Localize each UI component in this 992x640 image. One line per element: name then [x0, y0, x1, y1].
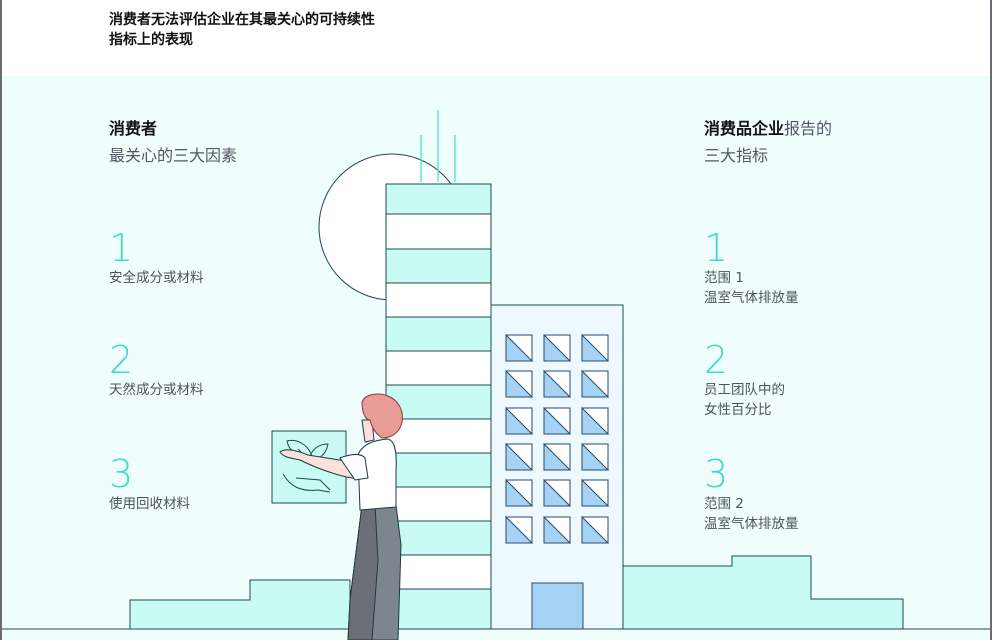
item-label-line1: 员工团队中的: [704, 382, 785, 398]
item-label-line2: 女性百分比: [704, 402, 772, 418]
left-item-2: 2 天然成分或材料: [109, 340, 204, 400]
door: [531, 582, 584, 630]
item-label-line2: 温室气体排放量: [704, 290, 799, 306]
item-number: 3: [109, 452, 134, 496]
item-label-line1: 范围 1: [704, 270, 744, 286]
person-figure: [279, 393, 403, 640]
item-number: 3: [704, 452, 729, 496]
left-item-3: 3 使用回收材料: [109, 454, 190, 514]
left-item-1: 1 安全成分或材料: [109, 228, 204, 288]
page-title: 消费者无法评估企业在其最关心的可持续性 指标上的表现: [109, 10, 375, 50]
right-item-3: 3 范围 2 温室气体排放量: [704, 454, 799, 534]
right-column: 消费品企业报告的 三大指标: [704, 116, 924, 170]
item-number: 2: [109, 338, 134, 382]
item-label: 天然成分或材料: [109, 382, 204, 398]
right-item-1: 1 范围 1 温室气体排放量: [704, 228, 799, 308]
item-label: 使用回收材料: [109, 496, 190, 512]
right-heading: 消费品企业报告的: [704, 119, 833, 138]
striped-tower: [385, 183, 492, 630]
left-heading: 消费者: [109, 119, 158, 138]
item-number: 2: [704, 338, 729, 382]
left-subheading: 最关心的三大因素: [109, 146, 238, 165]
page-title-line1: 消费者无法评估企业在其最关心的可持续性: [109, 12, 375, 28]
item-label-line1: 范围 2: [704, 496, 744, 512]
page-title-line2: 指标上的表现: [109, 32, 193, 48]
item-number: 1: [109, 226, 134, 270]
item-label-line2: 温室气体排放量: [704, 516, 799, 532]
left-column: 消费者 最关心的三大因素: [109, 116, 309, 170]
right-item-2: 2 员工团队中的 女性百分比: [704, 340, 785, 420]
item-number: 1: [704, 226, 729, 270]
item-label: 安全成分或材料: [109, 270, 204, 286]
right-subheading: 三大指标: [704, 146, 769, 165]
